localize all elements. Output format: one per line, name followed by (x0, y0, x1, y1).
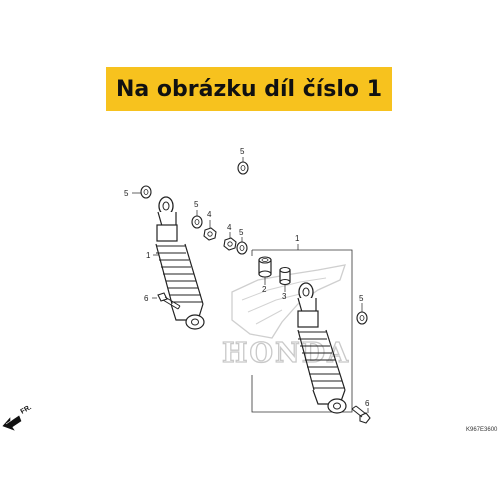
nut-part-4 (203, 227, 237, 251)
shock-absorber-right (297, 282, 347, 414)
assembly-frame (251, 249, 353, 413)
bushing-part-2 (258, 256, 272, 278)
bolt-part-6 (157, 292, 371, 424)
callout-5-c: 5 (240, 147, 245, 156)
callout-6-a: 6 (144, 294, 149, 303)
washer-part-5 (140, 161, 368, 325)
callout-4-b: 4 (227, 223, 232, 232)
title-text: Na obrázku díl číslo 1 (115, 76, 383, 102)
callout-3: 3 (282, 292, 287, 301)
callout-1-frame: 1 (295, 234, 300, 243)
diagram-code: K967E3600 (466, 427, 498, 433)
leader-lines (132, 157, 369, 413)
front-direction-label: FR. (20, 404, 33, 416)
callout-2: 2 (262, 285, 267, 294)
callout-5-b: 5 (194, 200, 199, 209)
title-banner: Na obrázku díl číslo 1 (106, 67, 392, 111)
front-direction-arrow-icon (2, 415, 22, 431)
callout-5-a: 5 (124, 189, 129, 198)
callout-5-d: 5 (239, 228, 244, 237)
callout-5-e: 5 (359, 294, 364, 303)
callout-1-shock: 1 (146, 251, 151, 260)
callout-6-b: 6 (365, 399, 370, 408)
callout-4-a: 4 (207, 210, 212, 219)
collar-part-3 (279, 266, 291, 286)
